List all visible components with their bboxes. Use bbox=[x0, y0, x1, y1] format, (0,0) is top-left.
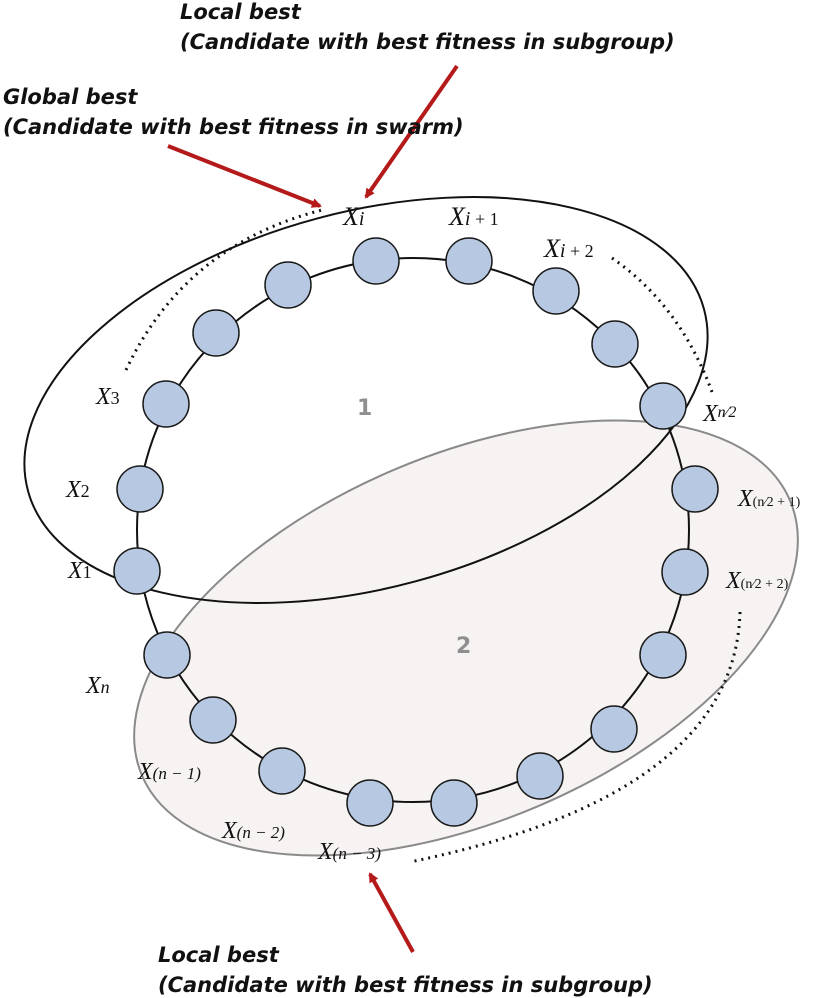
particle-node bbox=[113, 547, 161, 595]
label-x1-sub: 1 bbox=[83, 562, 92, 582]
particle-node bbox=[639, 382, 687, 430]
particle-node bbox=[639, 631, 687, 679]
label-x2-sub: 2 bbox=[81, 481, 90, 501]
label-xi2: Xi + 2 bbox=[543, 234, 594, 263]
label-xnm3-base: X bbox=[317, 839, 334, 865]
label-xnm1-base: X bbox=[137, 759, 154, 785]
particle-node bbox=[590, 705, 638, 753]
label-xn2: Xn⁄2 bbox=[702, 401, 736, 427]
label-xi2-sub: i bbox=[560, 240, 566, 262]
label-x3-sub: 3 bbox=[111, 388, 120, 408]
particle-node bbox=[445, 237, 493, 285]
local-best-top-title: Local best bbox=[180, 0, 302, 24]
label-xi1-sub: i bbox=[465, 208, 471, 230]
label-xi1-rest: + 1 bbox=[470, 209, 498, 229]
local-best-bottom-desc: (Candidate with best fitness in subgroup… bbox=[158, 973, 653, 997]
label-xnm2: X(n − 2) bbox=[221, 818, 285, 844]
label-xn21: X(n⁄2 + 1) bbox=[737, 486, 801, 512]
label-x2-base: X bbox=[65, 477, 82, 503]
label-x3-base: X bbox=[95, 384, 112, 410]
subgroup-1-ellipse bbox=[23, 196, 709, 604]
local-best-bottom-title: Local best bbox=[158, 943, 280, 967]
swarm-ring bbox=[136, 257, 690, 803]
particle-node bbox=[591, 320, 639, 368]
label-xn-sub: n bbox=[101, 677, 110, 697]
label-xnm1: X(n − 1) bbox=[137, 759, 201, 785]
label-xi-sub: i bbox=[359, 208, 365, 230]
particle-node bbox=[192, 309, 240, 357]
particle-node bbox=[116, 465, 164, 513]
particle-node bbox=[142, 380, 190, 428]
label-xn21-base: X bbox=[737, 486, 754, 512]
label-xnm2-base: X bbox=[221, 818, 238, 844]
label-xn-base: X bbox=[85, 673, 102, 699]
label-xi2-rest: + 2 bbox=[565, 241, 593, 261]
group-number-2: 2 bbox=[456, 634, 471, 659]
label-xn22-base: X bbox=[725, 568, 742, 594]
label-xnm3: X(n − 3) bbox=[317, 839, 381, 865]
label-xn2-base: X bbox=[702, 401, 719, 427]
particle-node bbox=[189, 696, 237, 744]
particle-node bbox=[352, 237, 400, 285]
label-xn22: X(n⁄2 + 2) bbox=[725, 568, 789, 594]
label-x1: X1 bbox=[67, 558, 92, 584]
label-xn21-sub: (n⁄2 + 1) bbox=[753, 495, 801, 510]
label-x3: X3 bbox=[95, 384, 120, 410]
arrow-local-best-bottom bbox=[368, 872, 415, 953]
particle-node bbox=[671, 465, 719, 513]
particle-node bbox=[258, 747, 306, 795]
label-xi1-base: X bbox=[448, 202, 466, 231]
particle-node bbox=[661, 548, 709, 596]
label-xi: Xi bbox=[342, 202, 364, 231]
dotted-arc-xn22-xnm3 bbox=[409, 611, 742, 864]
label-xnm2-sub: (n − 2) bbox=[237, 823, 286, 842]
global-best-title: Global best bbox=[3, 85, 138, 109]
label-xnm3-sub: (n − 3) bbox=[333, 844, 382, 863]
particle-node bbox=[532, 267, 580, 315]
local-best-top-desc: (Candidate with best fitness in subgroup… bbox=[180, 30, 675, 54]
label-xi2-base: X bbox=[543, 234, 561, 263]
particle-node bbox=[143, 631, 191, 679]
label-xi1: Xi + 1 bbox=[448, 202, 499, 231]
group-number-1: 1 bbox=[357, 396, 372, 421]
particle-node bbox=[430, 779, 478, 827]
particle-nodes bbox=[113, 237, 719, 827]
label-x2: X2 bbox=[65, 477, 90, 503]
label-xn2-sup: n⁄2 bbox=[718, 404, 737, 421]
particle-node bbox=[346, 779, 394, 827]
label-x1-base: X bbox=[67, 558, 84, 584]
label-xn22-sub: (n⁄2 + 2) bbox=[741, 577, 789, 592]
arrow-global-best bbox=[167, 144, 322, 208]
label-xn: Xn bbox=[85, 673, 110, 699]
subgroup-2-ellipse bbox=[133, 419, 799, 857]
label-xi-base: X bbox=[342, 202, 360, 231]
particle-node bbox=[264, 261, 312, 309]
dotted-arc-xi2-xn2 bbox=[611, 256, 714, 393]
particle-node bbox=[516, 752, 564, 800]
arrow-local-best-top bbox=[364, 64, 459, 199]
global-best-desc: (Candidate with best fitness in swarm) bbox=[3, 115, 464, 139]
label-xnm1-sub: (n − 1) bbox=[153, 764, 202, 783]
